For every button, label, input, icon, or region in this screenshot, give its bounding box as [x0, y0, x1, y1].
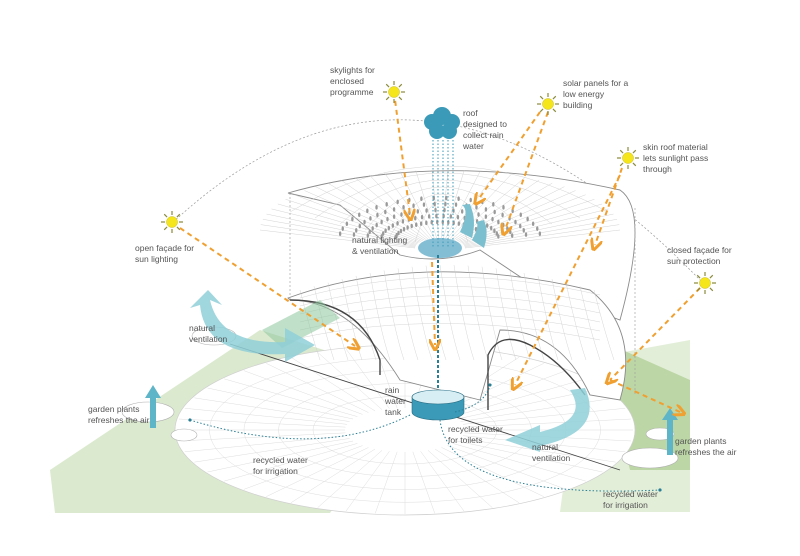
irrigation-pipe-right — [439, 419, 662, 492]
label-recycled-toilets: recycled water for toilets — [448, 424, 503, 445]
label-closed-facade: closed façade for sun protection — [667, 245, 732, 266]
label-solar-panels: solar panels for a low energy building — [563, 78, 629, 110]
roof-ventilation-arrow-icon — [460, 204, 474, 238]
right-arch-wall — [487, 338, 586, 410]
sun-icon — [383, 81, 405, 103]
upward-air-arrow-icon — [145, 385, 161, 428]
left-arch-wall — [289, 299, 381, 375]
rain-cloud-icon — [424, 107, 460, 139]
label-garden-right: garden plants refreshes the air — [675, 436, 737, 457]
sun-icon — [694, 272, 716, 294]
sun-icon — [537, 93, 559, 115]
label-natural-lighting: natural lighting & ventilation — [352, 235, 408, 256]
water-tank-icon — [411, 389, 465, 421]
glass-facade-left — [262, 300, 340, 348]
label-skin-roof: skin roof material lets sunlight pass th… — [643, 142, 709, 174]
skylight-opening — [418, 238, 462, 258]
sunlight-rays — [179, 91, 701, 412]
sun-icon — [617, 147, 639, 169]
rain-streams — [432, 140, 454, 248]
toilet-pipe — [454, 383, 492, 413]
label-irrigation-left: recycled water for irrigation — [253, 455, 308, 476]
airflow-arrow-icon — [190, 290, 315, 362]
label-garden-left: garden plants refreshes the air — [88, 404, 150, 425]
irrigation-pipe-left — [188, 414, 411, 440]
sun-group — [161, 81, 716, 294]
roof-grid-lines — [259, 165, 621, 249]
label-roof-rain: roof designed to collect rain water — [463, 108, 507, 151]
sun-icon — [161, 211, 183, 233]
label-natural-ventilation-left: natural ventilation — [189, 323, 228, 344]
label-natural-ventilation-right: natural ventilation — [532, 442, 571, 463]
label-skylights: skylights for enclosed programme — [330, 65, 375, 97]
roof-ventilation-arrow-icon — [472, 220, 487, 248]
label-rain-tank: rain water tank — [385, 385, 406, 417]
label-open-facade: open façade for sun lighting — [135, 243, 195, 264]
upward-air-arrow-icon — [662, 408, 678, 455]
label-irrigation-right: recycled water for irrigation — [603, 489, 658, 510]
airflow-arrow-icon — [505, 388, 590, 452]
lower-roof-shell — [287, 271, 627, 401]
